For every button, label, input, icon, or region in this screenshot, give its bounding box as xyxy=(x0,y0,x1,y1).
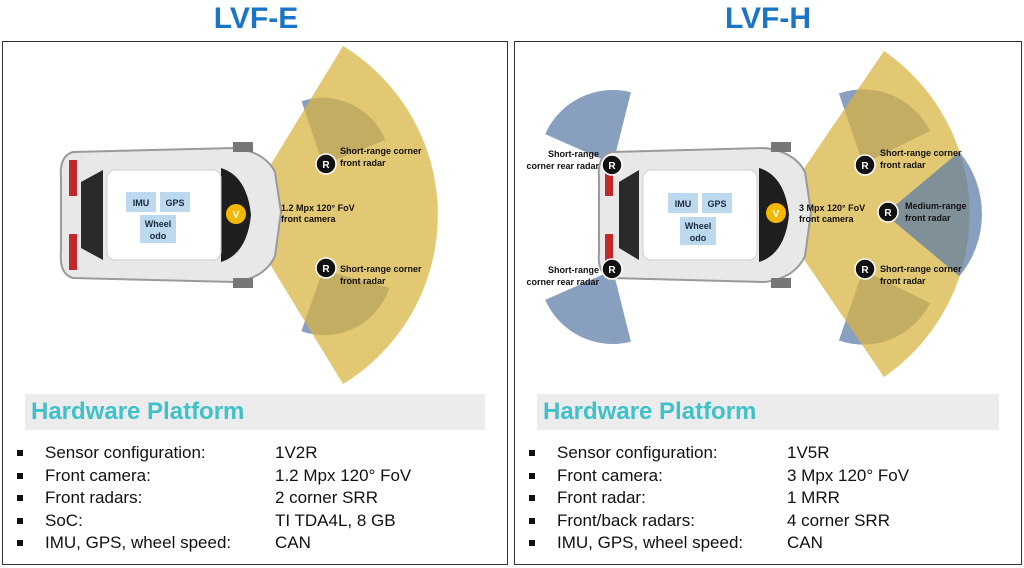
camera-badge: V xyxy=(773,209,780,220)
bullet-icon xyxy=(17,450,23,456)
imu-label: IMU xyxy=(675,199,692,209)
right-sensor-diagram: IMU GPS Wheel odo V 3 Mpx 120° FoV front… xyxy=(526,51,982,377)
spec-key: IMU, GPS, wheel speed: xyxy=(557,533,744,552)
bullet-icon xyxy=(17,495,23,501)
imu-label: IMU xyxy=(133,198,150,208)
spec-value: 1.2 Mpx 120° FoV xyxy=(275,465,412,485)
radar-label-front-top-line2: front radar xyxy=(880,160,926,170)
radar-label-front-top-line2: front radar xyxy=(340,158,386,168)
camera-label-line1: 3 Mpx 120° FoV xyxy=(799,203,865,213)
radar-label-front-bottom-line2: front radar xyxy=(880,276,926,286)
radar-label-front-top-line1: Short-range corner xyxy=(880,148,962,158)
wheel-odo-box xyxy=(140,215,176,243)
spec-key: IMU, GPS, wheel speed: xyxy=(45,533,232,552)
camera-label-line2: front camera xyxy=(281,214,337,224)
radar-dot-icon: R xyxy=(315,153,337,175)
camera-dot-icon: V xyxy=(226,204,246,224)
radar-dot-icon: R xyxy=(877,201,899,223)
right-radar-coverage-mrr xyxy=(885,151,982,277)
bullet-icon xyxy=(529,495,535,501)
radar-dot-icon: R xyxy=(601,258,623,280)
radar-badge-front-bottom: R xyxy=(322,264,330,275)
left-panel: IMU GPS Wheel odo V 1.2 Mpx 120° FoV fro… xyxy=(2,41,508,565)
spec-value: 3 Mpx 120° FoV xyxy=(787,465,910,485)
camera-dot-icon: V xyxy=(766,203,786,223)
radar-badge-front-top: R xyxy=(861,161,869,172)
bullet-icon xyxy=(17,472,23,479)
spec-key: Front camera: xyxy=(45,465,151,485)
bullet-icon xyxy=(529,517,535,524)
right-radar-coverage-rear-top xyxy=(545,89,631,164)
spec-value: 1 MRR xyxy=(787,488,840,507)
spec-key: Front/back radars: xyxy=(557,510,695,530)
bullet-icon xyxy=(17,540,23,546)
radar-label-rear-top-line2: corner rear radar xyxy=(526,161,599,171)
camera-label-line2: front camera xyxy=(799,214,855,224)
spec-value: 4 corner SRR xyxy=(787,510,890,530)
left-title: LVF-E xyxy=(213,2,299,35)
radar-label-front-bottom-line1: Short-range corner xyxy=(880,264,962,274)
radar-dot-icon: R xyxy=(315,257,337,279)
imu-box xyxy=(126,192,156,212)
radar-badge-mrr: R xyxy=(884,208,892,219)
gps-label: GPS xyxy=(165,198,184,208)
bullet-icon xyxy=(529,450,535,456)
radar-badge-rear-top: R xyxy=(608,161,616,172)
camera-badge: V xyxy=(233,210,240,221)
radar-label-rear-bottom-line2: corner rear radar xyxy=(526,277,599,287)
hardware-platform-heading: Hardware Platform xyxy=(537,394,999,430)
spec-key: Sensor configuration: xyxy=(557,443,718,462)
left-camera-fov xyxy=(240,46,438,384)
gps-box xyxy=(160,192,190,212)
radar-badge-front-top: R xyxy=(322,160,330,171)
right-camera-fov xyxy=(773,51,970,377)
spec-value: 1V5R xyxy=(787,443,830,462)
gps-box xyxy=(702,193,732,213)
bullet-icon xyxy=(17,517,23,524)
right-radar-coverage-rear-bottom xyxy=(545,270,631,345)
radar-label-rear-bottom-line1: Short-range xyxy=(548,265,599,275)
spec-value: 1V2R xyxy=(275,443,318,462)
wheel-odo-label-line2: odo xyxy=(150,231,167,241)
imu-box xyxy=(668,193,698,213)
bullet-icon xyxy=(529,472,535,479)
spec-value: 2 corner SRR xyxy=(275,488,378,507)
radar-label-mrr-line1: Medium-range xyxy=(905,201,967,211)
wheel-odo-label-line2: odo xyxy=(690,233,707,243)
spec-key: Front radar: xyxy=(557,488,646,507)
spec-value: CAN xyxy=(787,533,823,552)
hardware-platform-heading: Hardware Platform xyxy=(25,394,485,430)
spec-value: TI TDA4L, 8 GB xyxy=(275,510,396,530)
radar-label-mrr-line2: front radar xyxy=(905,213,951,223)
car-top-view-icon xyxy=(597,142,813,288)
radar-dot-icon: R xyxy=(601,154,623,176)
spec-key: Front camera: xyxy=(557,465,663,485)
wheel-odo-label-line1: Wheel xyxy=(685,221,712,231)
radar-label-rear-top-line1: Short-range xyxy=(548,149,599,159)
left-sensor-diagram: IMU GPS Wheel odo V 1.2 Mpx 120° FoV fro… xyxy=(59,46,438,384)
wheel-odo-label-line1: Wheel xyxy=(145,219,172,229)
radar-label-front-bottom-line2: front radar xyxy=(340,276,386,286)
radar-dot-icon: R xyxy=(854,154,876,176)
gps-label: GPS xyxy=(707,199,726,209)
spec-value: CAN xyxy=(275,533,311,552)
bullet-icon xyxy=(529,540,535,546)
camera-label-line1: 1.2 Mpx 120° FoV xyxy=(281,203,355,213)
spec-key: Front radars: xyxy=(45,488,143,507)
right-panel: IMU GPS Wheel odo V 3 Mpx 120° FoV front… xyxy=(514,41,1022,565)
right-title: LVF-H xyxy=(724,2,812,35)
radar-badge-front-bottom: R xyxy=(861,265,869,276)
radar-dot-icon: R xyxy=(854,258,876,280)
radar-badge-rear-bottom: R xyxy=(608,265,616,276)
radar-label-front-top-line1: Short-range corner xyxy=(340,146,422,156)
spec-key: SoC: xyxy=(45,510,83,530)
wheel-odo-box xyxy=(680,217,716,245)
radar-label-front-bottom-line1: Short-range corner xyxy=(340,264,422,274)
spec-key: Sensor configuration: xyxy=(45,443,206,462)
